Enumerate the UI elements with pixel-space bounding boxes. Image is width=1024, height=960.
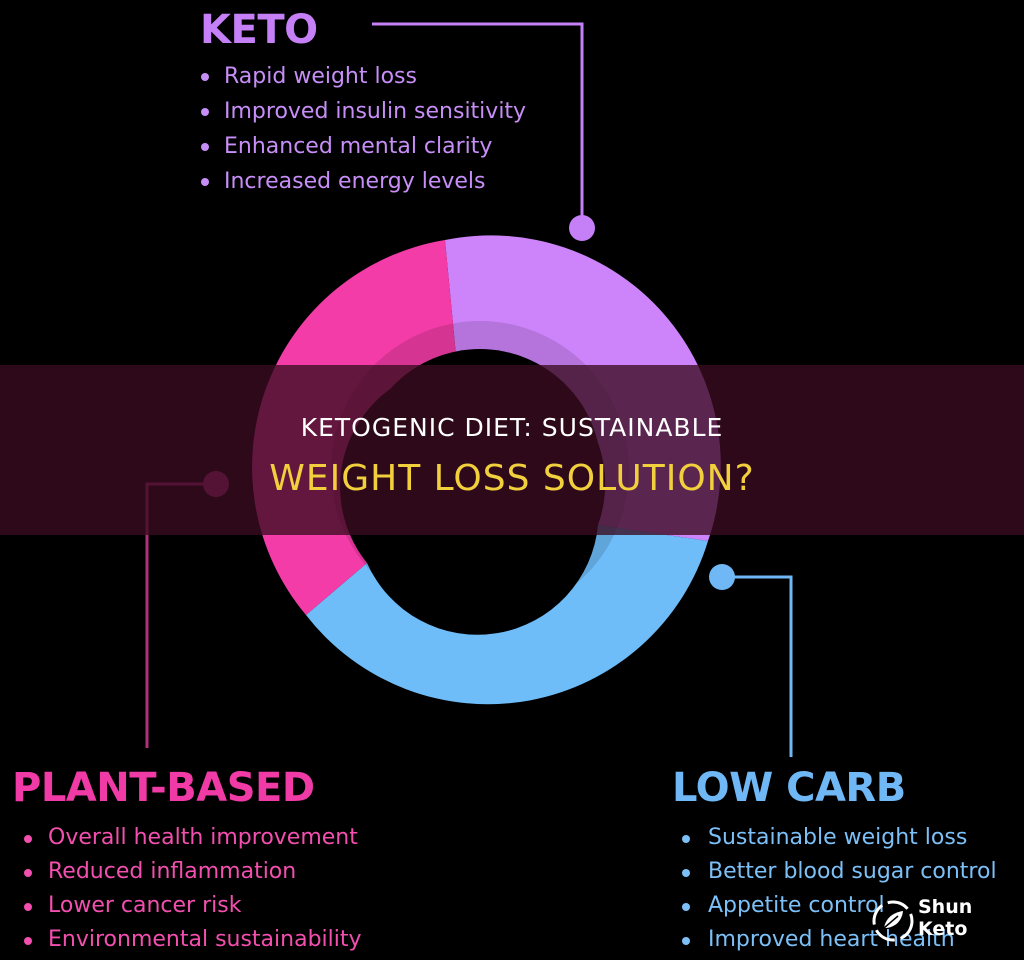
list-item: Rapid weight loss — [198, 59, 526, 94]
list-item: Lower cancer risk — [12, 889, 362, 923]
list-item: Environmental sustainability — [12, 923, 362, 957]
shun-keto-watermark: Shun Keto — [868, 892, 988, 952]
lowcarb-connector-dot — [709, 564, 735, 590]
list-item: Increased energy levels — [198, 164, 526, 199]
donut-segment-lowcarb — [306, 525, 708, 705]
list-item: Improved heart health — [672, 923, 997, 957]
leaf-logo-icon — [872, 900, 914, 942]
keto-title: KETO — [200, 7, 318, 53]
keto-connector — [372, 22, 595, 241]
list-item: Appetite control — [672, 889, 997, 923]
list-item: Improved insulin sensitivity — [198, 94, 526, 129]
lowcarb-connector — [709, 564, 793, 757]
list-item: Enhanced mental clarity — [198, 129, 526, 164]
plant-based-title: PLANT-BASED — [12, 765, 315, 811]
keto-section: KETO Rapid weight loss Improved insulin … — [198, 10, 526, 199]
keto-connector-dot — [569, 215, 595, 241]
plant-based-section: PLANT-BASED Overall health improvement R… — [12, 768, 362, 957]
list-item: Reduced inflammation — [12, 855, 362, 889]
watermark-text-shun: Shun — [918, 896, 973, 918]
watermark-text-keto: Keto — [918, 918, 968, 940]
low-carb-title: LOW CARB — [672, 765, 906, 811]
low-carb-section: LOW CARB Sustainable weight loss Better … — [672, 768, 997, 957]
list-item: Better blood sugar control — [672, 855, 997, 889]
title-banner: KETOGENIC DIET: SUSTAINABLE WEIGHT LOSS … — [0, 365, 1024, 535]
low-carb-benefits-list: Sustainable weight loss Better blood sug… — [672, 821, 997, 957]
list-item: Sustainable weight loss — [672, 821, 997, 855]
page-title: KETOGENIC DIET: SUSTAINABLE — [300, 413, 724, 442]
keto-benefits-list: Rapid weight loss Improved insulin sensi… — [198, 59, 526, 199]
plant-based-benefits-list: Overall health improvement Reduced infla… — [12, 821, 362, 957]
list-item: Overall health improvement — [12, 821, 362, 855]
page-subtitle: WEIGHT LOSS SOLUTION? — [269, 458, 755, 499]
